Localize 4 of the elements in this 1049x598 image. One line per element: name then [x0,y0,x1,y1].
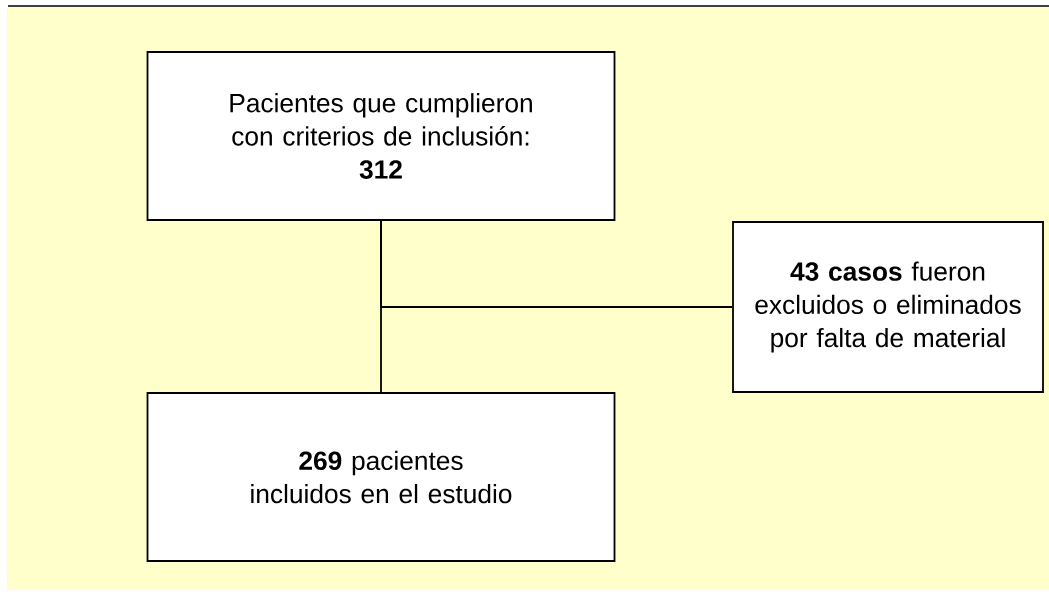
process-box: 43 casos fueron excluidos o eliminados por falta de material [732,221,1044,393]
process-box: 269 pacientes incluidos en el estudio [146,392,616,562]
connector-line [380,220,733,308]
process-box: Pacientes que cumplieron con criterios de inclusión: 312 [146,51,616,221]
